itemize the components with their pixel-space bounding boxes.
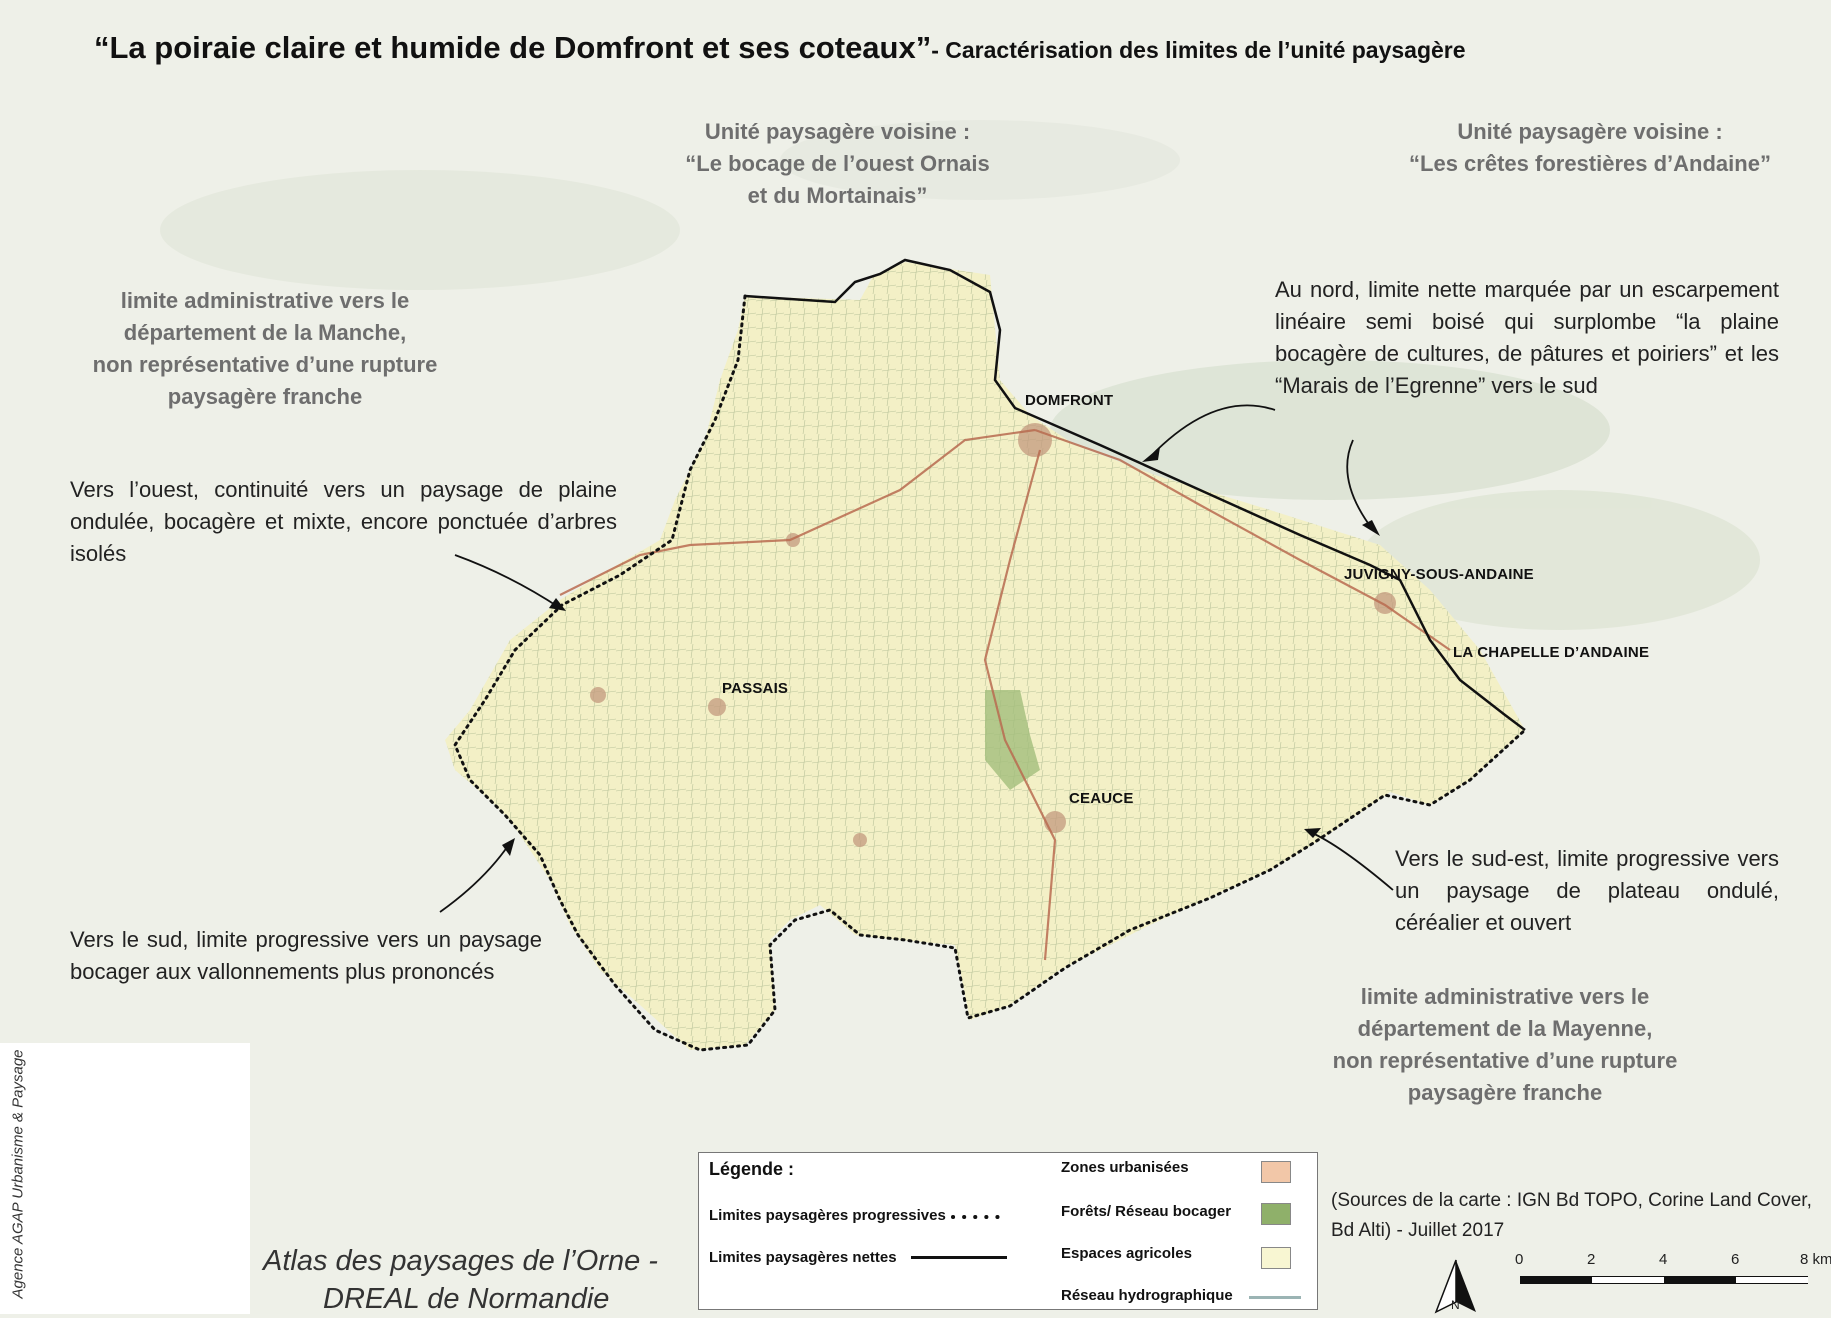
place-passais: PASSAIS — [722, 680, 789, 697]
scale-tick: 8 km — [1800, 1251, 1831, 1268]
neighbor-unit-east: Unité paysagère voisine : “Les crêtes fo… — [1380, 116, 1800, 180]
legend-agri-swatch — [1261, 1247, 1291, 1269]
place-ceauce: CEAUCE — [1069, 790, 1134, 807]
legend-agri-label: Espaces agricoles — [1061, 1245, 1192, 1262]
scale-tick: 2 — [1587, 1251, 1596, 1268]
scale-tick: 4 — [1659, 1251, 1668, 1268]
note-south: Vers le sud, limite progressive vers un … — [70, 927, 542, 984]
limit-mayenne-line: limite administrative vers le — [1360, 984, 1650, 1009]
legend-heading: Légende : — [709, 1159, 795, 1179]
legend-forest-label: Forêts/ Réseau bocager — [1061, 1203, 1232, 1220]
atlas-credit: Atlas des paysages de l’Orne - DREAL de … — [263, 1242, 658, 1318]
scale-bar — [1520, 1276, 1831, 1285]
limit-mayenne: limite administrative vers le départemen… — [1310, 981, 1700, 1109]
legend-urban-swatch — [1261, 1161, 1291, 1183]
neighbor-west-line3: et du Mortainais” — [747, 183, 928, 208]
legend-nettes-label: Limites paysagères nettes — [709, 1249, 897, 1266]
title-sub: - Caractérisation des limites de l’unité… — [931, 37, 1466, 63]
neighbor-east-line1: Unité paysagère voisine : — [1457, 119, 1723, 144]
title-main: “La poiraie claire et humide de Domfront… — [94, 30, 932, 65]
limit-manche-line: non représentative d’une rupture — [92, 352, 438, 377]
legend-urban-label: Zones urbanisées — [1061, 1159, 1189, 1176]
legend-dotted-line — [951, 1215, 1007, 1219]
limit-mayenne-line: département de la Mayenne, — [1357, 1016, 1653, 1041]
place-chapelle: LA CHAPELLE D’ANDAINE — [1453, 644, 1650, 661]
neighbor-west-line2: “Le bocage de l’ouest Ornais — [685, 151, 990, 176]
map-sources: (Sources de la carte : IGN Bd TOPO, Cori… — [1331, 1190, 1812, 1241]
note-west: Vers l’ouest, continuité vers un paysage… — [70, 477, 617, 566]
limit-mayenne-line: paysagère franche — [1407, 1080, 1603, 1105]
legend-hydro-line — [1249, 1296, 1301, 1299]
note-southeast: Vers le sud-est, limite progressive vers… — [1395, 846, 1779, 935]
legend-hydro-label: Réseau hydrographique — [1061, 1287, 1233, 1304]
boundary-net — [744, 258, 1526, 731]
north-arrow-icon — [1434, 1259, 1476, 1314]
limit-mayenne-line: non représentative d’une rupture — [1332, 1048, 1678, 1073]
surrounding-relief — [160, 120, 1760, 630]
limit-manche: limite administrative vers le départemen… — [70, 285, 460, 413]
blank-area — [0, 1043, 250, 1314]
note-north: Au nord, limite nette marquée par un esc… — [1275, 277, 1779, 398]
credit-line1: Atlas des paysages de l’Orne - — [263, 1245, 658, 1277]
limit-manche-line: paysagère franche — [167, 384, 363, 409]
legend-progressive-label: Limites paysagères progressives — [709, 1207, 946, 1224]
annotation-arrows — [439, 404, 1394, 913]
roads — [559, 428, 1451, 961]
agency-credit: Agence AGAP Urbanisme & Paysage — [9, 1049, 27, 1299]
north-label: N — [1451, 1298, 1460, 1312]
scale-tick: 6 — [1731, 1251, 1740, 1268]
boundary-progressive — [453, 294, 1527, 1052]
legend-box: Légende : Limites paysagères progressive… — [698, 1152, 1318, 1310]
limit-manche-line: limite administrative vers le — [120, 288, 410, 313]
page-title: “La poiraie claire et humide de Domfront… — [94, 30, 1466, 66]
limit-manche-line: département de la Manche, — [123, 320, 407, 345]
credit-line2: DREAL de Normandie — [323, 1283, 610, 1315]
neighbor-unit-west: Unité paysagère voisine : “Le bocage de … — [655, 116, 1020, 212]
arrow-heads — [502, 447, 1380, 856]
scale-tick: 0 — [1515, 1251, 1524, 1268]
legend-solid-line — [911, 1256, 1007, 1259]
place-juvigny: JUVIGNY-SOUS-ANDAINE — [1344, 566, 1534, 583]
legend-forest-swatch — [1261, 1203, 1291, 1225]
place-domfront: DOMFRONT — [1025, 392, 1114, 409]
neighbor-east-line2: “Les crêtes forestières d’Andaine” — [1409, 151, 1771, 176]
neighbor-west-line1: Unité paysagère voisine : — [704, 119, 971, 144]
